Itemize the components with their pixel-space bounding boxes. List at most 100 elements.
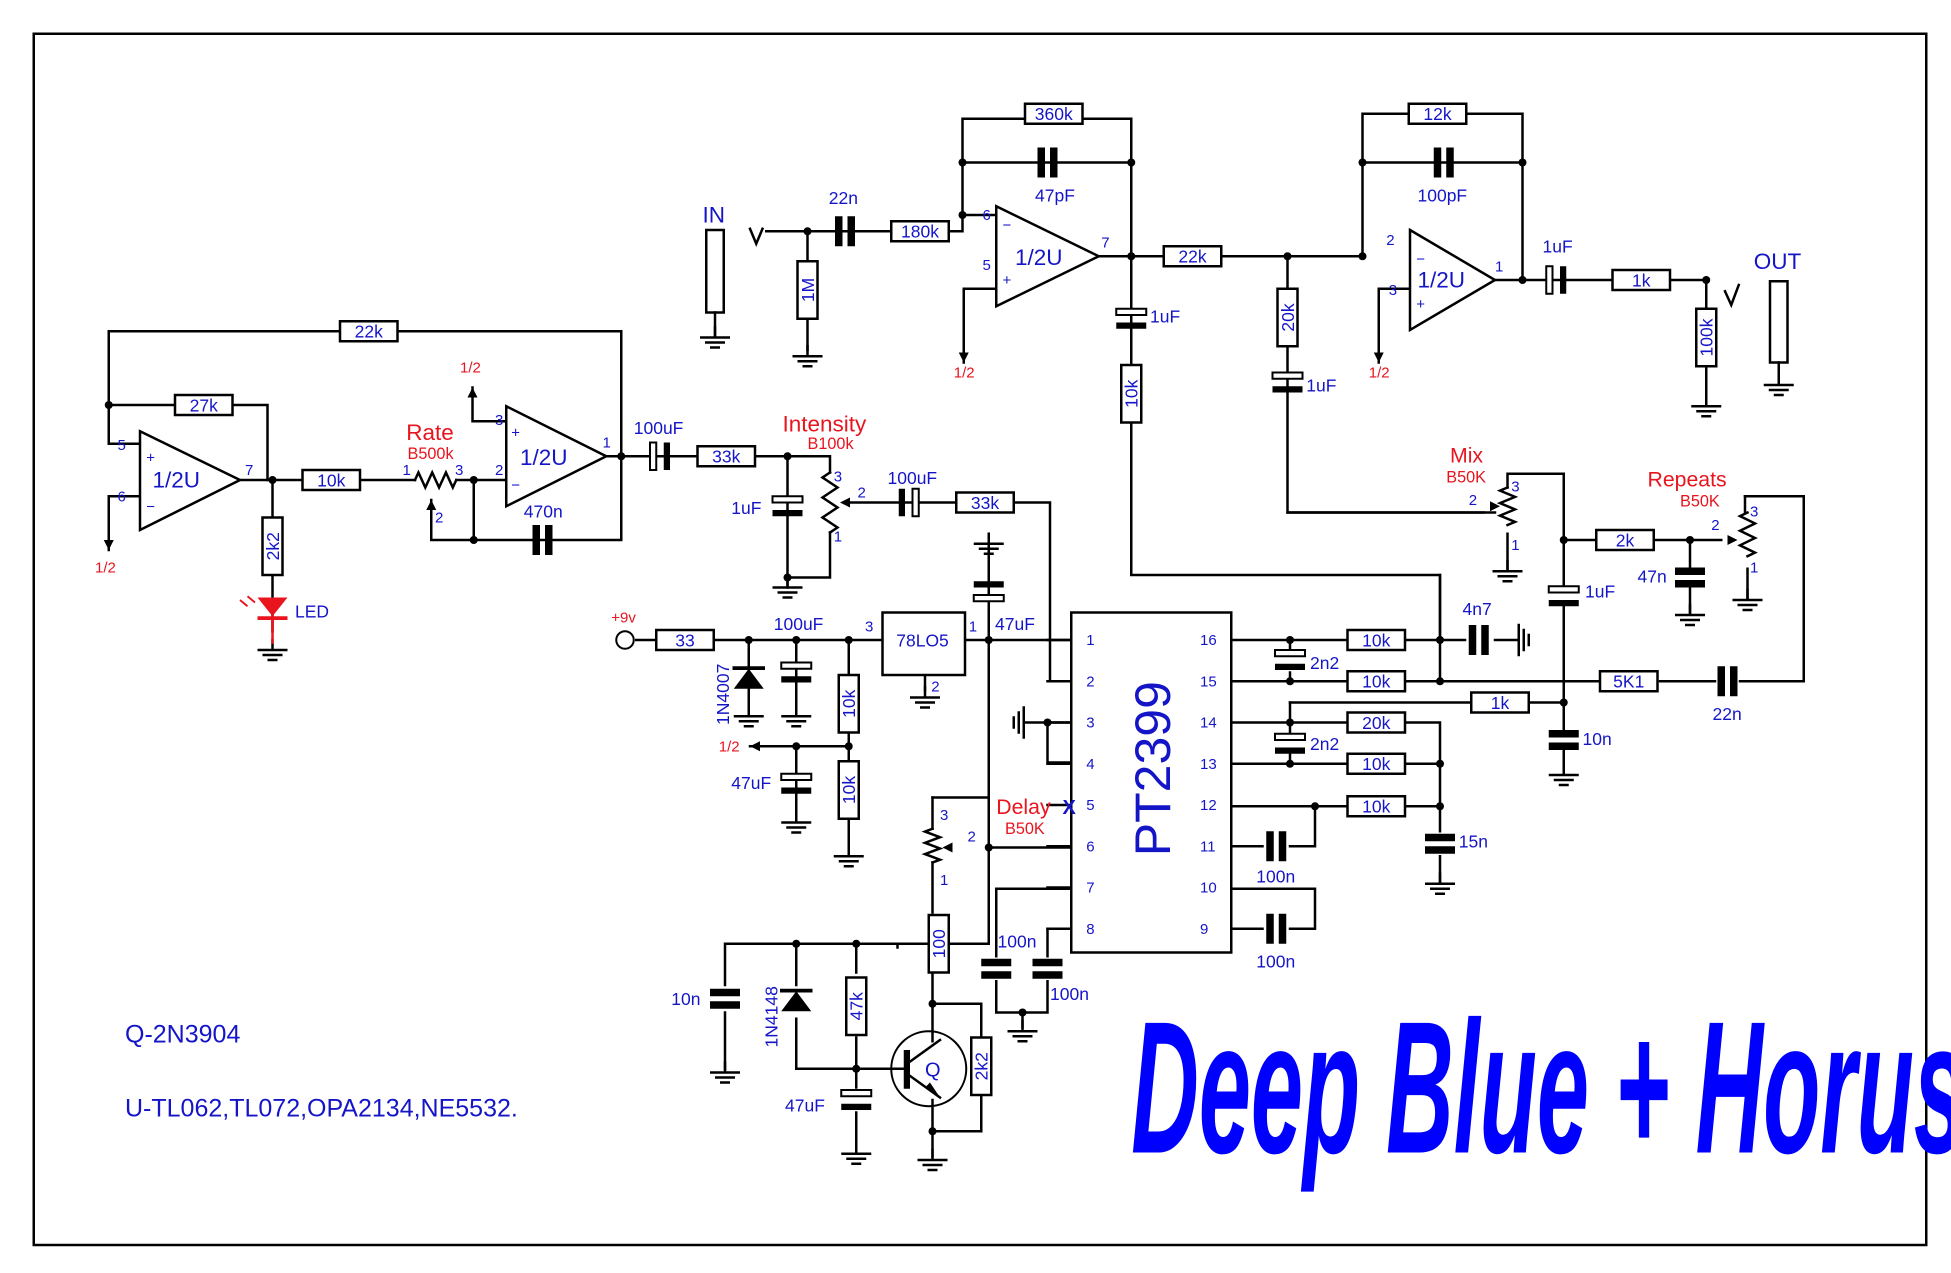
- svg-text:+: +: [146, 450, 155, 467]
- junction-dot: [1286, 636, 1295, 644]
- resistor-value: 1k: [1491, 693, 1510, 713]
- pin-number: 3: [455, 462, 463, 479]
- resistor-value: 10k: [1362, 672, 1390, 692]
- svg-text:1: 1: [969, 618, 977, 635]
- diode-label: 1N4007: [713, 664, 733, 725]
- svg-text:1/2U: 1/2U: [1418, 268, 1466, 293]
- capacitor-c_mid_1u: 1uF: [1115, 307, 1180, 329]
- resistor-value: 33k: [971, 493, 999, 513]
- resistor-value: 180k: [901, 222, 939, 242]
- supply-label: +9v: [611, 610, 636, 627]
- junction-dot: [984, 843, 993, 852]
- resistor-r_2k: 2k: [1595, 528, 1655, 552]
- ground-icon: [1492, 560, 1523, 583]
- resistor-r_led_2k2: 2k2: [261, 516, 284, 577]
- arrow-icon: [103, 540, 114, 550]
- capacitor-c_fb_100p: 100pF: [1418, 147, 1467, 205]
- junction-dot: [469, 476, 478, 484]
- delay-value: B50K: [1005, 820, 1045, 838]
- junction-dot: [1702, 276, 1711, 284]
- svg-text:2: 2: [931, 678, 939, 695]
- opamp-lfo-1: 1/2U +− 567: [118, 429, 253, 533]
- svg-text:+: +: [1416, 296, 1425, 313]
- svg-text:3: 3: [495, 412, 503, 429]
- capacitor-value: 47n: [1638, 567, 1667, 587]
- ic-pin-left: 5: [1086, 797, 1094, 814]
- svg-text:1/2U: 1/2U: [520, 445, 568, 470]
- arrow-icon: [1727, 535, 1738, 545]
- svg-text:−: −: [146, 498, 155, 515]
- resistor-r_in_180k: 180k: [890, 220, 950, 243]
- junction-dot: [1358, 252, 1367, 261]
- junction-dot: [1518, 158, 1527, 167]
- ic-pin-right: 12: [1200, 797, 1217, 814]
- capacitor-value: 100n: [1256, 952, 1295, 972]
- ground-icon: [1425, 872, 1455, 895]
- resistor-r_int_33k: 33k: [955, 491, 1015, 514]
- junction-dot: [1436, 802, 1445, 811]
- junction-dot: [958, 158, 967, 167]
- resistor-r_p13_10k: 10k: [1346, 752, 1407, 775]
- diagram-title: Deep Blue + Horus: [1131, 982, 1951, 1194]
- capacitor-c_int_100u: 100uF: [888, 468, 938, 518]
- junction-dot: [984, 636, 993, 644]
- capacitor-value: 15n: [1459, 832, 1488, 852]
- capacitor-value: 22n: [1713, 704, 1742, 724]
- ic-pin-left: 3: [1086, 715, 1094, 732]
- pin-number: 2: [435, 510, 443, 527]
- resistor-r_p16_10k: 10k: [1346, 628, 1407, 652]
- pot-rate: [413, 469, 458, 491]
- capacitor-value: 47uF: [785, 1095, 825, 1115]
- ground-icon: [1548, 763, 1579, 787]
- resistor-r_lfo_22k: 22k: [338, 320, 399, 343]
- capacitor-c_15n: 15n: [1425, 832, 1488, 854]
- svg-text:Q: Q: [925, 1059, 941, 1081]
- resistor-value: 10k: [839, 689, 859, 717]
- resistor-value: 10k: [1122, 379, 1142, 407]
- capacitor-c_4n7: 4n7: [1463, 599, 1492, 655]
- transistor-note: Q-2N3904: [125, 1021, 240, 1049]
- resistor-r_lfo_33k: 33k: [696, 445, 757, 468]
- junction-dot: [1436, 636, 1445, 644]
- junctions: [104, 158, 1711, 1136]
- capacitor-c_p8_100n: 100n: [1032, 958, 1089, 1004]
- arrow-icon: [426, 500, 437, 510]
- junction-dot: [792, 636, 801, 644]
- repeats-value: B50K: [1680, 492, 1720, 510]
- pin-number: 2: [1711, 517, 1719, 534]
- resistor-r_in_1M: 1M: [796, 260, 819, 320]
- capacitor-value: 47uF: [731, 773, 771, 793]
- mix-value: B50K: [1446, 469, 1486, 487]
- capacitor-value: 1uF: [731, 498, 761, 518]
- input-jack: IN: [703, 203, 765, 337]
- junction-dot: [844, 742, 853, 751]
- capacitor-value: 4n7: [1463, 599, 1492, 619]
- resistor-value: 1k: [1632, 270, 1651, 290]
- ground-icon: [1675, 603, 1705, 627]
- diode-label: 1N4148: [762, 986, 782, 1047]
- pin-number: 2: [1469, 492, 1477, 509]
- arrow-icon: [1490, 501, 1500, 512]
- output-label: OUT: [1754, 249, 1802, 274]
- resistor-r_5k1: 5K1: [1598, 670, 1659, 693]
- junction-dot: [469, 536, 478, 544]
- repeats-label: Repeats: [1648, 467, 1727, 491]
- input-label: IN: [703, 203, 726, 228]
- resistor-r_47k: 47k: [845, 976, 868, 1037]
- opamp-input: 1/2U −+ 657: [983, 204, 1110, 309]
- svg-text:−: −: [1003, 217, 1012, 234]
- junction-dot: [792, 939, 801, 948]
- capacitor-value: 100uF: [888, 468, 938, 488]
- junction-dot: [958, 211, 967, 219]
- junction-dot: [1311, 802, 1320, 811]
- ic-pin-right: 16: [1200, 632, 1217, 649]
- junction-dot: [268, 476, 277, 484]
- rate-label: Rate: [406, 420, 454, 445]
- resistor-r_1k: 1k: [1470, 691, 1530, 714]
- svg-text:−: −: [1416, 251, 1425, 268]
- ground-icon: [781, 705, 812, 728]
- svg-text:2: 2: [495, 462, 503, 479]
- capacitor-c_out_1u: 1uF: [1543, 237, 1573, 295]
- capacitor-c_p11_100n: 100n: [1256, 831, 1295, 887]
